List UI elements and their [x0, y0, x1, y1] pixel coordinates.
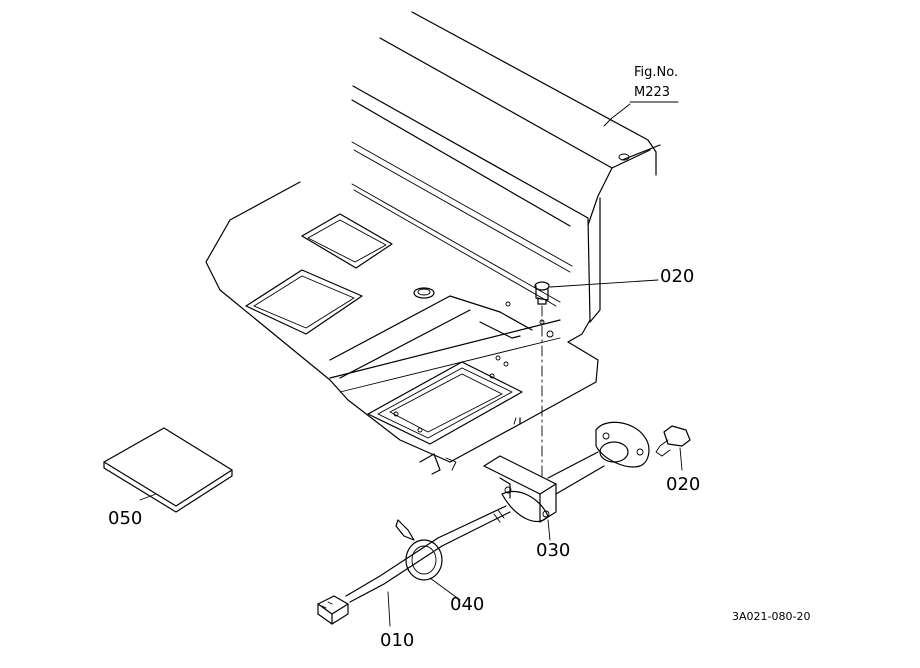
floor-panel [205, 11, 661, 475]
connector [317, 591, 391, 627]
bolt-upper [534, 279, 659, 305]
callout-030: 030 [536, 540, 571, 561]
clamp [395, 519, 461, 601]
leader-fig [603, 103, 631, 127]
callout-040: 040 [450, 594, 485, 615]
switch-assembly [345, 421, 650, 603]
callout-020-lower: 020 [666, 474, 701, 495]
leader-030 [547, 519, 551, 541]
manual-sheet [103, 427, 233, 513]
fig-label: Fig.No. [634, 65, 679, 80]
drawing-code: 3A021-080-20 [732, 610, 811, 623]
callout-020-upper: 020 [660, 266, 695, 287]
callout-050: 050 [108, 508, 143, 529]
fig-number: M223 [634, 85, 671, 100]
callout-010: 010 [380, 630, 415, 651]
bolt-lower [655, 425, 691, 471]
